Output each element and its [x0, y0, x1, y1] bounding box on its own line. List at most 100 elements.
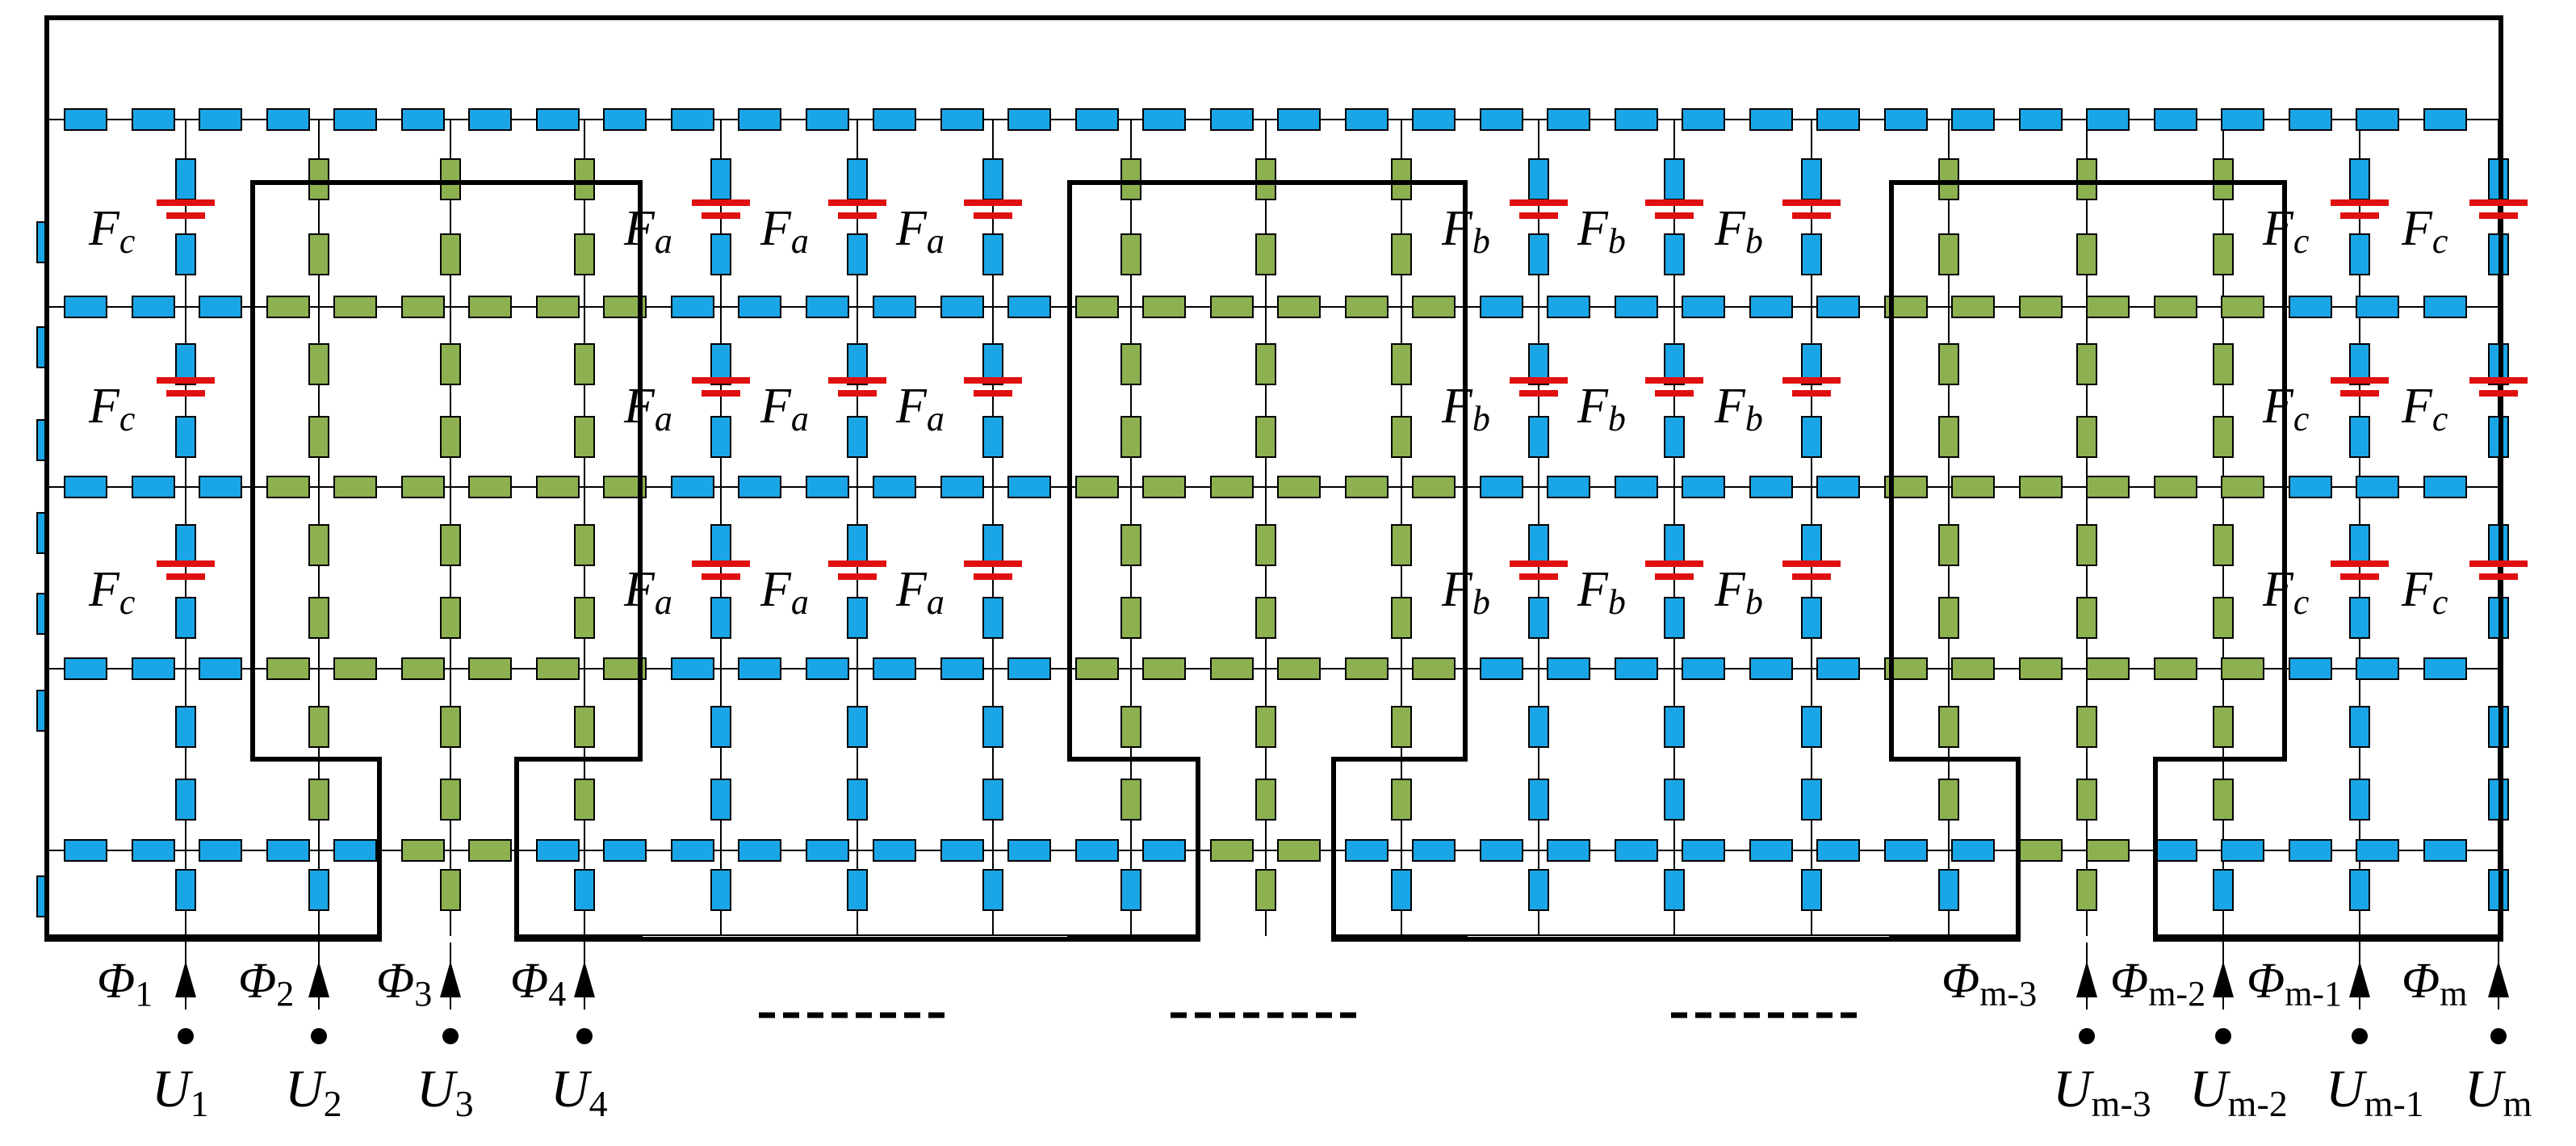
terminal-node [576, 1028, 593, 1044]
reluctance-element-vertical [308, 233, 329, 275]
mmf-source-fc: Fc [2401, 199, 2528, 261]
source-label: Fc [2401, 562, 2448, 622]
reluctance-element-vertical [2213, 524, 2234, 566]
reluctance-element-vertical [1664, 779, 1685, 821]
flux-label: Φ1 [97, 954, 153, 1014]
reluctance-element-horizontal [671, 476, 714, 498]
reluctance-element-vertical [1938, 343, 1959, 385]
reluctance-element-vertical [1664, 416, 1685, 458]
reluctance-element-vertical [1255, 158, 1276, 200]
reluctance-element-horizontal [603, 108, 647, 131]
reluctance-element-horizontal [1007, 657, 1051, 680]
reluctance-element-vertical [2076, 706, 2097, 748]
reluctance-element-vertical [175, 233, 196, 275]
reluctance-element-vertical [1120, 416, 1141, 458]
reluctance-element-vertical [1255, 597, 1276, 639]
mmf-source-fb: Fb [1714, 560, 1841, 622]
reluctance-element-horizontal [1547, 476, 1590, 498]
reluctance-element-horizontal [806, 108, 849, 131]
reluctance-element-vertical [175, 158, 196, 200]
reluctance-element-horizontal [2423, 476, 2467, 498]
reluctance-element-horizontal [806, 657, 849, 680]
reluctance-element-vertical [308, 869, 329, 911]
reluctance-element-horizontal [1480, 108, 1523, 131]
reluctance-element-horizontal [333, 108, 377, 131]
reluctance-element-vertical [2213, 158, 2234, 200]
reluctance-element-horizontal [873, 108, 916, 131]
reluctance-element-vertical [1528, 233, 1549, 275]
reluctance-element-horizontal [1816, 476, 1860, 498]
source-label: Fb [1714, 562, 1763, 622]
reluctance-element-horizontal [2154, 296, 2197, 318]
reluctance-element-vertical [1255, 416, 1276, 458]
reluctance-element-horizontal [199, 296, 242, 318]
reluctance-element-horizontal [2086, 296, 2130, 318]
reluctance-element-vertical [1391, 597, 1412, 639]
reluctance-element-horizontal [1480, 296, 1523, 318]
reluctance-element-horizontal [2289, 108, 2332, 131]
reluctance-element-horizontal [1142, 108, 1186, 131]
reluctance-element-horizontal [2423, 296, 2467, 318]
reluctance-element-horizontal [1277, 476, 1321, 498]
reluctance-element-horizontal [1412, 839, 1456, 862]
reluctance-element-vertical [1938, 416, 1959, 458]
potential-label: U4 [551, 1060, 608, 1124]
reluctance-element-vertical [574, 597, 595, 639]
mmf-source-fc: Fc [88, 377, 215, 439]
terminal-node [2490, 1028, 2507, 1044]
reluctance-element-vertical [1391, 158, 1412, 200]
reluctance-element-horizontal [468, 476, 512, 498]
reluctance-element-vertical [2349, 524, 2370, 566]
reluctance-element-horizontal [2356, 296, 2399, 318]
reluctance-element-horizontal [1749, 657, 1793, 680]
reluctance-element-vertical [1938, 869, 1959, 911]
reluctance-element-horizontal [1615, 839, 1658, 862]
flux-arrow [2488, 961, 2509, 997]
reluctance-element-horizontal [1345, 108, 1389, 131]
reluctance-element-horizontal [2423, 657, 2467, 680]
reluctance-element-vertical [847, 416, 868, 458]
reluctance-element-horizontal [2221, 476, 2264, 498]
reluctance-element-horizontal [2356, 108, 2399, 131]
reluctance-element-horizontal [1277, 296, 1321, 318]
reluctance-element-horizontal [199, 108, 242, 131]
reluctance-element-vertical [1391, 706, 1412, 748]
reluctance-element-horizontal [1480, 657, 1523, 680]
reluctance-element-vertical [1664, 597, 1685, 639]
reluctance-element-horizontal [940, 476, 984, 498]
reluctance-element-horizontal [1412, 476, 1456, 498]
flux-label: Φm-1 [2247, 954, 2342, 1014]
reluctance-element-horizontal [333, 839, 377, 862]
mmf-source-fa: Fa [895, 560, 1022, 622]
flux-label: Φ3 [376, 954, 432, 1014]
reluctance-element-horizontal [1075, 657, 1119, 680]
reluctance-element-horizontal [468, 839, 512, 862]
flux-arrow [2349, 961, 2370, 997]
reluctance-element-vertical [1255, 779, 1276, 821]
reluctance-element-horizontal [1884, 839, 1928, 862]
reluctance-element-vertical [440, 343, 461, 385]
reluctance-element-vertical [982, 869, 1003, 911]
reluctance-element-horizontal [536, 657, 580, 680]
source-label: Fa [760, 201, 809, 261]
reluctance-element-horizontal [1816, 108, 1860, 131]
reluctance-element-vertical [175, 416, 196, 458]
reluctance-element-horizontal [199, 657, 242, 680]
reluctance-element-horizontal [132, 296, 175, 318]
mmf-source-fa: Fa [760, 560, 886, 622]
terminals: Φ1U1Φ2U2Φ3U3Φ4U4Φm-3Um-3Φm-2Um-2Φm-1Um-1… [97, 954, 2532, 1124]
reluctance-element-vertical [574, 158, 595, 200]
terminal-5: Φm-3Um-3 [1941, 954, 2151, 1124]
reluctance-element-horizontal [738, 108, 781, 131]
reluctance-element-horizontal [940, 296, 984, 318]
reluctance-element-vertical [1801, 233, 1822, 275]
reluctance-element-vertical [440, 869, 461, 911]
reluctance-element-horizontal [1210, 657, 1254, 680]
reluctance-element-horizontal [1480, 476, 1523, 498]
reluctance-element-horizontal [1749, 476, 1793, 498]
reluctance-element-horizontal [1142, 839, 1186, 862]
reluctance-element-horizontal [1007, 839, 1051, 862]
